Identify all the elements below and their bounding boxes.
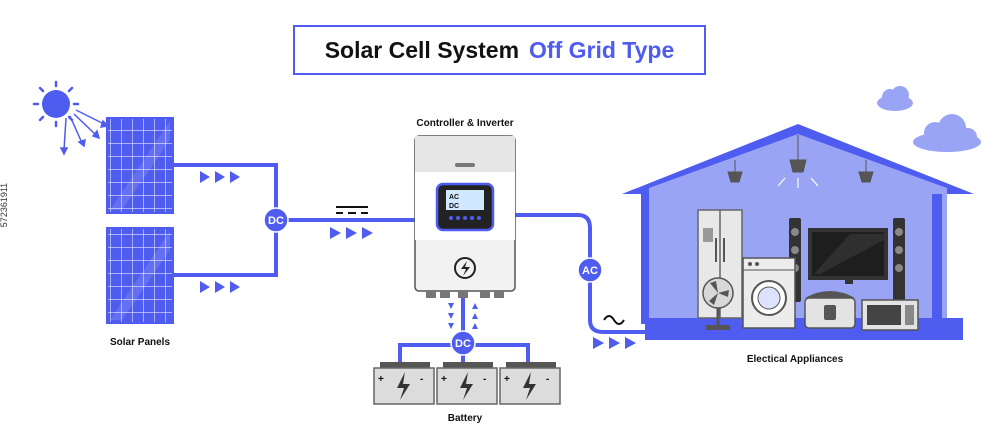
wiring bbox=[173, 163, 645, 362]
svg-text:+: + bbox=[378, 374, 384, 385]
diagram-title: Solar Cell System Off Grid Type bbox=[293, 25, 706, 75]
flow-arrows bbox=[200, 171, 636, 349]
ac-symbol bbox=[603, 315, 625, 325]
svg-text:+: + bbox=[441, 374, 447, 385]
battery-3: +- bbox=[499, 362, 561, 405]
cloud-icon-large bbox=[913, 114, 981, 152]
display-dc: DC bbox=[449, 203, 459, 210]
speaker-right bbox=[893, 218, 905, 302]
solar-panel-top bbox=[106, 117, 174, 214]
display-ac: AC bbox=[449, 194, 459, 201]
cloud-icon-small bbox=[877, 86, 913, 111]
svg-text:DC: DC bbox=[455, 338, 471, 350]
rice-cooker bbox=[804, 291, 856, 329]
svg-text:DC: DC bbox=[268, 215, 284, 227]
dc-badge-panels: DC bbox=[263, 207, 289, 233]
ac-badge: AC bbox=[577, 257, 603, 283]
label-solar-panels: Solar Panels bbox=[110, 337, 170, 348]
inverter-unit: AC DC bbox=[414, 135, 516, 298]
svg-text:-: - bbox=[420, 374, 423, 385]
dc-symbol bbox=[336, 206, 368, 214]
solar-panel-bottom bbox=[106, 227, 174, 324]
sun-icon bbox=[32, 80, 110, 156]
television bbox=[808, 228, 888, 284]
svg-text:AC: AC bbox=[582, 265, 598, 277]
label-appliances: Electical Appliances bbox=[747, 354, 844, 365]
svg-text:-: - bbox=[546, 374, 549, 385]
ceiling-lamps bbox=[727, 135, 874, 188]
label-battery: Battery bbox=[448, 413, 483, 424]
svg-text:+: + bbox=[504, 374, 510, 385]
washing-machine bbox=[742, 257, 796, 329]
battery-1: +- bbox=[373, 362, 435, 405]
electric-fan bbox=[702, 277, 734, 330]
title-main: Solar Cell System bbox=[324, 36, 520, 63]
svg-text:-: - bbox=[483, 374, 486, 385]
label-controller: Controller & Inverter bbox=[416, 118, 513, 129]
battery-2: +- bbox=[436, 362, 498, 405]
microwave bbox=[861, 299, 919, 331]
dc-badge-battery: DC bbox=[450, 330, 476, 356]
title-accent: Off Grid Type bbox=[529, 36, 675, 63]
